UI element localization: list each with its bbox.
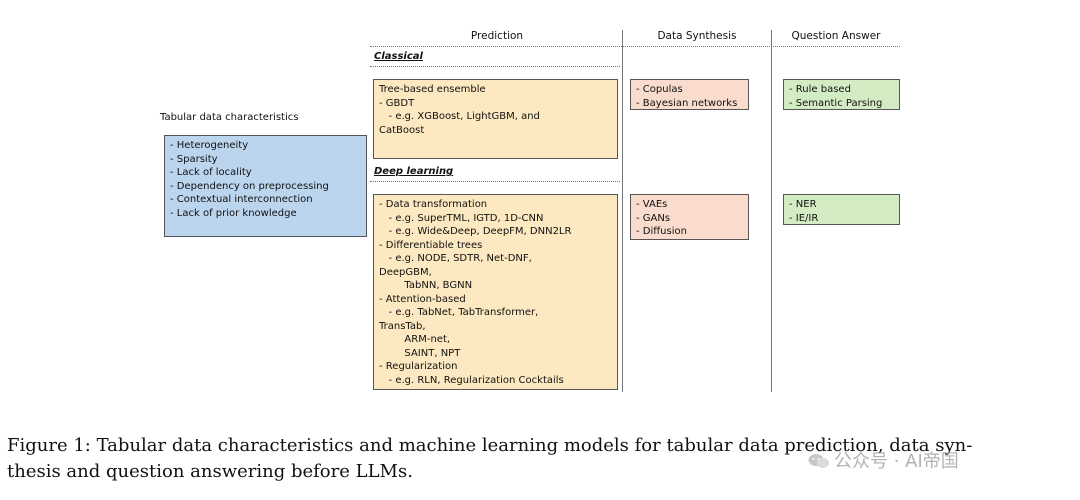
list-item: - Diffusion [636,226,687,237]
tabular-title: Tabular data characteristics [160,112,299,123]
watermark: 公众号 · AI帝国 [808,447,959,473]
list-item: - e.g. TabNet, TabTransformer, [379,307,539,318]
header-prediction: Prediction [470,30,524,42]
list-item: - Attention-based [379,293,466,305]
column-separator-1 [622,30,623,392]
list-item: - Contextual interconnection [170,194,313,205]
list-item: - Dependency on preprocessing [170,180,329,192]
deep-prediction-box: - Data transformation - e.g. SuperTML, I… [373,194,618,390]
classical-qa-box: - Rule based - Semantic Parsing [783,79,900,110]
classical-divider [370,66,620,67]
column-separator-2 [771,30,772,392]
wechat-icon [808,453,830,469]
list-item: - IE/IR [789,212,819,224]
list-item: - Lack of prior knowledge [170,207,297,219]
list-item: - Differentiable trees [379,239,483,251]
deep-learning-divider [370,181,620,182]
figure-caption: Figure 1: Tabular data characteristics a… [7,433,1067,485]
caption-line-1: Figure 1: Tabular data characteristics a… [7,435,973,456]
list-item: DeepGBM, [379,266,432,278]
list-item: - Lack of locality [170,167,252,178]
list-item: TabNN, BGNN [379,280,473,291]
list-item: Tree-based ensemble [379,84,486,95]
caption-line-2: thesis and question answering before LLM… [7,461,413,482]
list-item: SAINT, NPT [379,347,461,359]
list-item: - e.g. XGBoost, LightGBM, and [379,111,540,122]
list-item: - Sparsity [170,153,218,165]
list-item: ARM-net, [379,334,451,345]
section-classical: Classical [374,51,423,62]
list-item: - VAEs [636,199,668,210]
deep-qa-box: - NER - IE/IR [783,194,900,225]
list-item: TransTab, [379,320,426,332]
watermark-text: 公众号 · AI帝国 [834,451,959,472]
list-item: - Rule based [789,84,851,95]
list-item: - Regularization [379,361,458,372]
list-item: - Bayesian networks [636,97,738,109]
list-item: - NER [789,199,817,210]
list-item: - e.g. RLN, Regularization Cocktails [379,374,564,386]
header-question-answer: Question Answer [791,30,881,42]
list-item: - Data transformation [379,199,488,210]
tabular-characteristics-box: - Heterogeneity - Sparsity - Lack of local… [164,135,367,237]
list-item: - e.g. Wide&Deep, DeepFM, DNN2LR [379,226,572,237]
list-item: - GANs [636,212,671,224]
header-divider [370,46,900,47]
list-item: - Copulas [636,84,683,95]
list-item: - Heterogeneity [170,140,249,151]
list-item: - e.g. SuperTML, IGTD, 1D-CNN [379,212,544,224]
section-deep-learning: Deep learning [374,166,454,177]
list-item: - GBDT [379,97,415,109]
classical-synthesis-box: - Copulas - Bayesian networks [630,79,749,110]
header-data-synthesis: Data Synthesis [657,30,737,42]
classical-prediction-box: Tree-based ensemble - GBDT - e.g. XGBoost… [373,79,618,159]
list-item: - e.g. NODE, SDTR, Net-DNF, [379,253,532,264]
list-item: CatBoost [379,124,425,136]
list-item: - Semantic Parsing [789,97,883,109]
deep-synthesis-box: - VAEs - GANs - Diffusion [630,194,749,240]
